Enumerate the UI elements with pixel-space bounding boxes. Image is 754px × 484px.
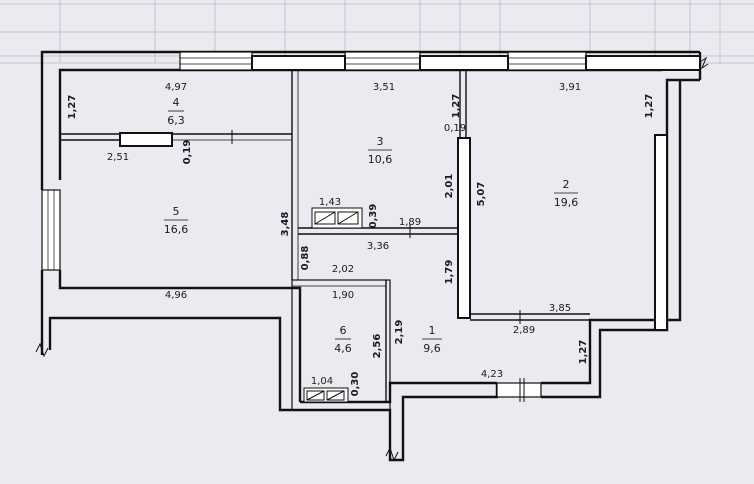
outer-walls <box>40 50 702 462</box>
fixture-r6 <box>303 387 349 403</box>
room-2-number: 2 <box>563 178 570 191</box>
dim-r1-upper: 1,79 <box>444 260 455 285</box>
dim-r6-outer: 2,02 <box>332 264 354 275</box>
dim-r3-door: 2,01 <box>444 174 455 199</box>
dim-r3-wall: 0,19 <box>444 123 466 134</box>
dim-r3-bottom-right: 1,89 <box>399 217 421 228</box>
room-6-area: 4,6 <box>334 342 352 355</box>
dim-closet-wall: 0,19 <box>182 140 193 165</box>
room-3-area: 10,6 <box>368 153 393 166</box>
dim-top-mid: 3,51 <box>373 82 395 93</box>
dimension-labels-vertical: 1,27 0,19 1,27 1,27 0,39 3,48 2,01 5,07 … <box>67 94 655 397</box>
dim-r3-bottom: 3,36 <box>367 241 389 252</box>
room-labels: 4 6,3 3 10,6 2 19,6 5 16,6 6 4,6 1 9,6 <box>164 96 579 355</box>
room-1-area: 9,6 <box>423 342 441 355</box>
dim-r1-right: 2,89 <box>513 325 535 336</box>
dim-r5-gap: 0,88 <box>300 246 311 271</box>
door-ticks <box>231 130 525 402</box>
interior-walls <box>60 70 668 411</box>
dim-top-left: 4,97 <box>165 82 187 93</box>
room-6-number: 6 <box>340 324 347 337</box>
dim-left-upper: 1,27 <box>67 95 78 120</box>
dim-closet-width: 2,51 <box>107 152 129 163</box>
window-left <box>41 189 61 271</box>
room-4-area: 6,3 <box>167 114 185 127</box>
window-bottom-right <box>496 382 542 398</box>
room-5-area: 16,6 <box>164 223 189 236</box>
dim-fixture-r3-depth: 0,39 <box>368 204 379 229</box>
dim-fixture-r3: 1,43 <box>319 197 341 208</box>
dim-r3-height-left: 3,48 <box>280 212 291 237</box>
dimension-labels-horizontal: 4,97 3,51 3,91 2,51 0,19 1,43 1,89 3,36 … <box>107 82 581 387</box>
room-3-number: 3 <box>377 135 384 148</box>
dim-r5-bottom: 4,96 <box>165 290 187 301</box>
dim-r6-height-inner: 2,19 <box>394 320 405 345</box>
dim-fixture-r6-depth: 0,30 <box>350 372 361 397</box>
dim-bottom-right: 4,23 <box>481 369 503 380</box>
dim-r2-bottom: 3,85 <box>549 303 571 314</box>
dim-r1-right-wall: 1,27 <box>578 340 589 365</box>
break-marks <box>35 56 709 462</box>
fixture-r3 <box>311 207 363 229</box>
dim-r6-inner: 1,90 <box>332 290 354 301</box>
room-1-number: 1 <box>429 324 436 337</box>
room-5-number: 5 <box>173 205 180 218</box>
room-4-number: 4 <box>173 96 180 109</box>
dim-r2-height: 5,07 <box>476 182 487 207</box>
dim-r3-top-left: 1,27 <box>451 94 462 119</box>
dim-r6-height-outer: 2,56 <box>372 334 383 359</box>
dim-fixture-r6: 1,04 <box>311 376 333 387</box>
wall-piers <box>251 55 701 71</box>
dim-top-right: 3,91 <box>559 82 581 93</box>
room-2-area: 19,6 <box>554 196 579 209</box>
windows-top <box>179 51 587 71</box>
dim-r2-top-right: 1,27 <box>644 94 655 119</box>
